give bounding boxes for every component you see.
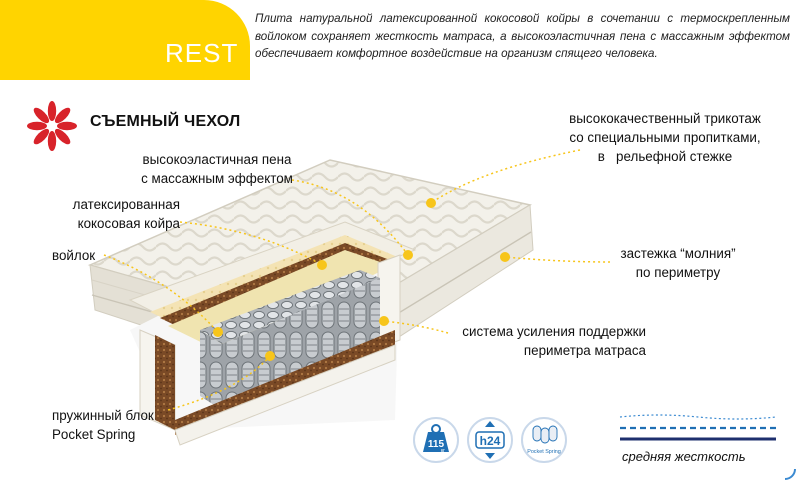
product-name: REST [165, 38, 239, 68]
product-description: Плита натуральной латексированной кокосо… [255, 12, 790, 60]
label-support: система усиления поддержки периметра мат… [462, 324, 646, 358]
svg-text:115: 115 [428, 439, 445, 450]
asterisk-icon [27, 101, 77, 151]
label-knit: высококачественный трикотаж со специальн… [569, 111, 761, 164]
svg-text:Pocket Spring: Pocket Spring [527, 449, 561, 455]
weight-icon: 115 кг [413, 417, 459, 463]
height-icon: h24 [467, 417, 513, 463]
svg-text:кг: кг [441, 448, 445, 454]
label-spring-block: пружинный блок Pocket Spring [52, 408, 154, 442]
firmness-label: средняя жесткость [622, 449, 746, 464]
logo-band [0, 0, 250, 80]
pocket-spring-icon: Pocket Spring [521, 417, 567, 463]
firmness-indicator [619, 414, 777, 441]
label-foam: высокоэластичная пена с массажным эффект… [141, 152, 293, 186]
label-zipper: застежка “молния” по периметру [620, 246, 736, 280]
label-coir: латексированная кокосовая койра [72, 197, 180, 231]
svg-text:h24: h24 [480, 434, 501, 448]
cover-title: СЪЕМНЫЙ ЧЕХОЛ [90, 113, 241, 130]
label-felt: войлок [52, 248, 96, 263]
